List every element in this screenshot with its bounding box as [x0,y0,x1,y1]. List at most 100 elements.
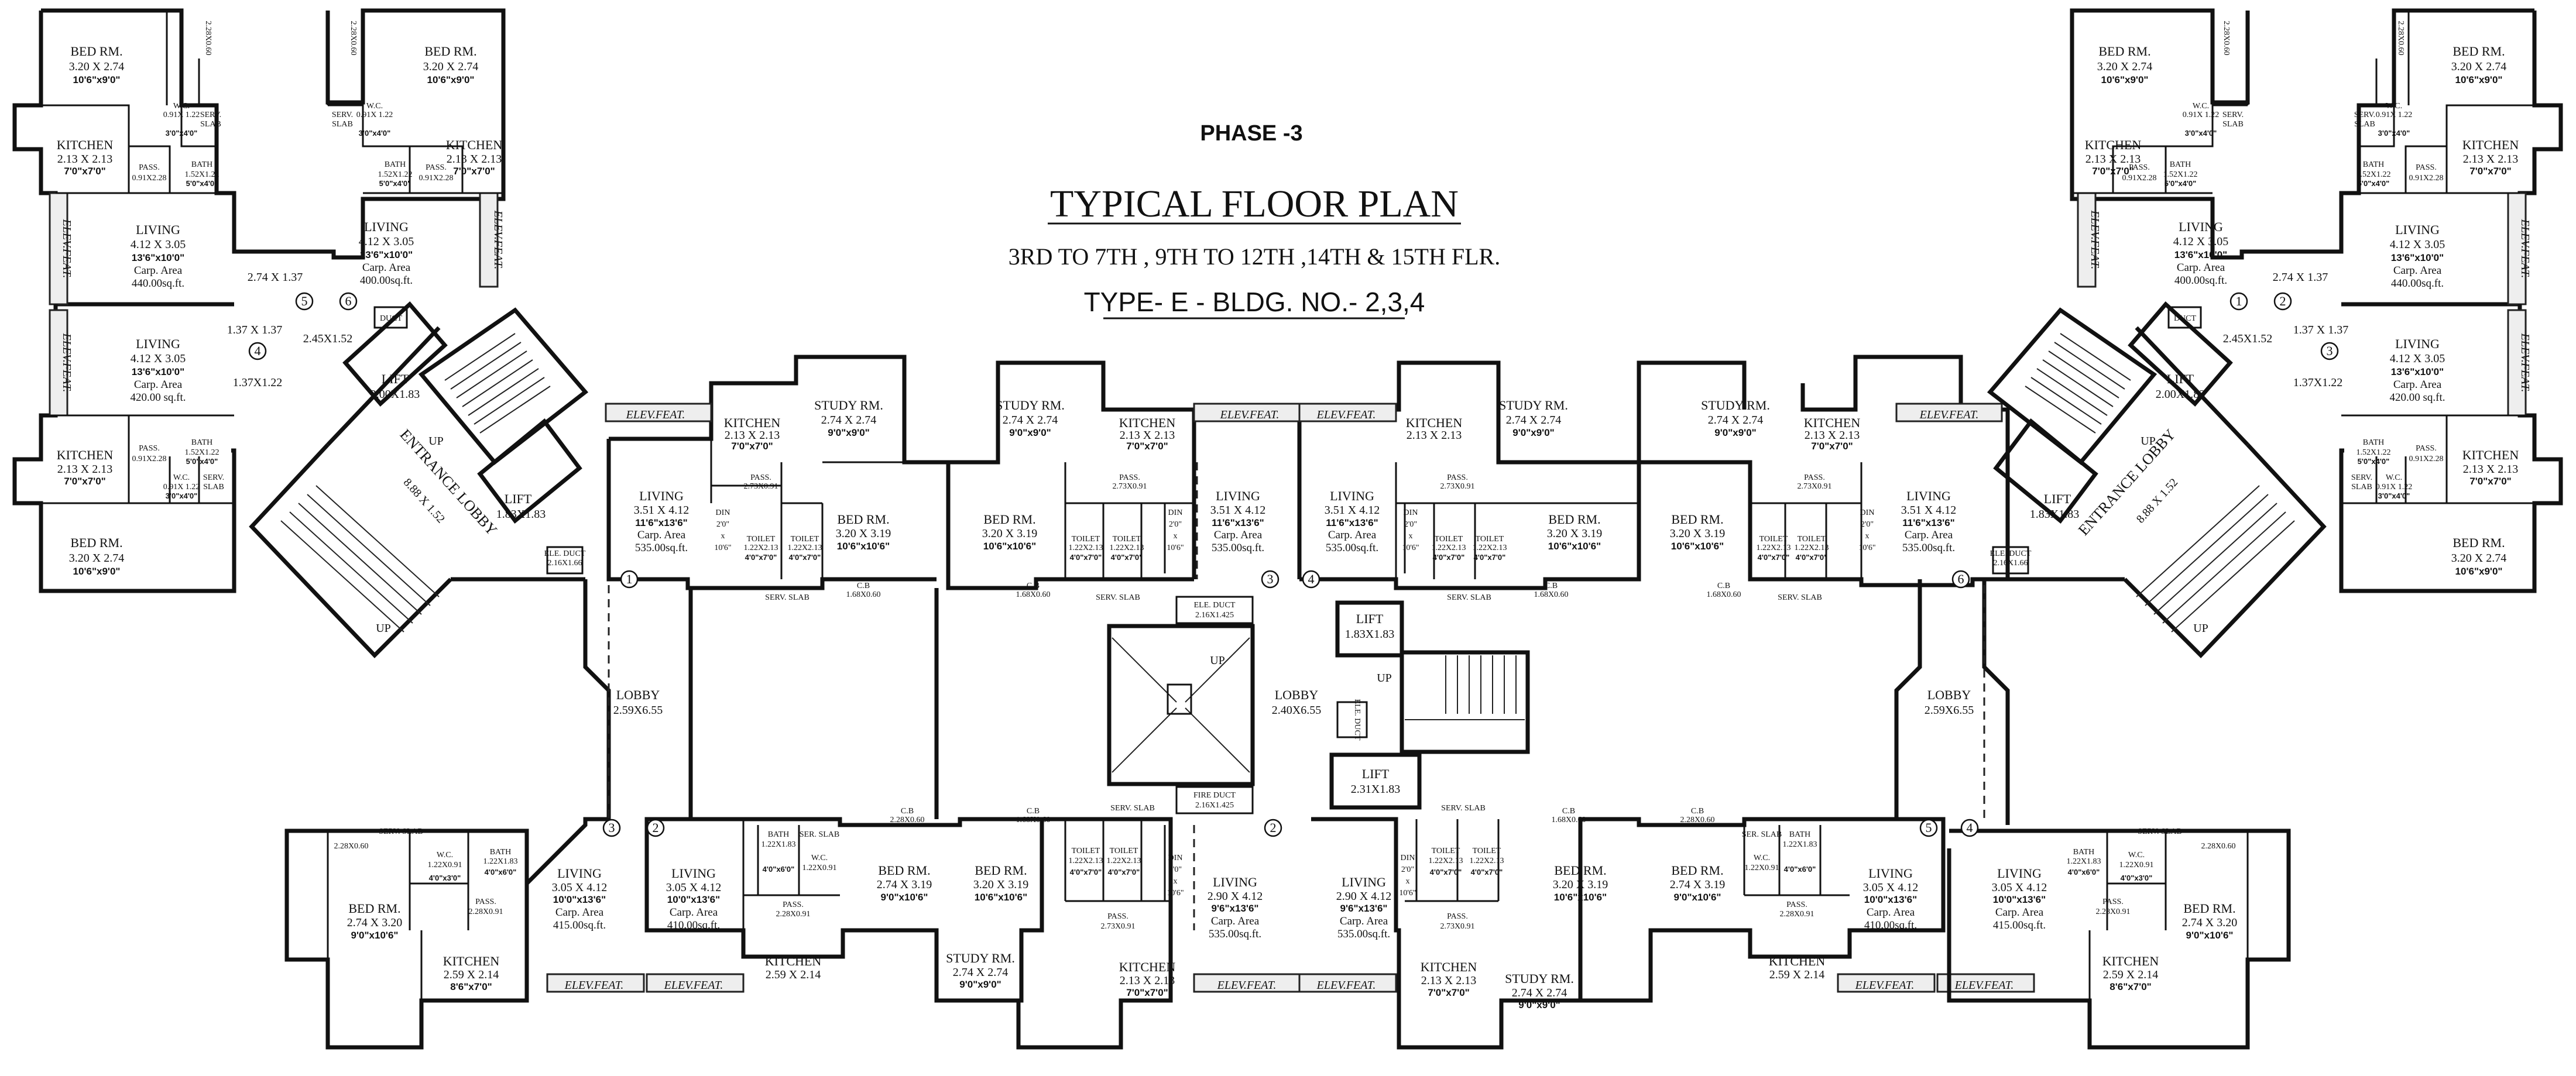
plan-label: 5'0"x4'0" [186,457,218,466]
plan-label: LIFT [505,491,532,506]
plan-label: BED RM. [1671,512,1723,527]
plan-label: 1.22X2.13 [1109,544,1144,552]
plan-label: 1.22X2.13 [787,544,822,552]
plan-label: STUDY RM. [996,398,1065,412]
plan-label: C.B [1562,807,1575,816]
plan-label: SERV. SLAB [1096,593,1140,602]
plan-label: 3.20 X 3.19 [982,527,1037,540]
plan-label: 2.74 X 2.74 [953,966,1008,979]
plan-label: BATH [191,438,213,447]
plan-label: 1.22X2.13 [1794,544,1829,552]
plan-label: 3.51 X 4.12 [1210,504,1265,517]
plan-label: STUDY RM. [946,951,1015,965]
plan-label: 415.00sq.ft. [1993,919,2046,931]
plan-label: 10'6"x10'6" [1671,541,1724,552]
plan-label: SLAB [2351,483,2372,491]
plan-label: PASS. [1119,473,1140,482]
plan-label: 4'0"x7'0" [1474,553,1506,562]
plan-label: 4.12 X 3.05 [2173,235,2228,248]
plan-label: 9'0"x10'6" [1674,892,1721,903]
plan-label: 10'6"x9'0" [73,74,121,85]
plan-label: 7'0"x7'0" [2092,166,2133,177]
plan-label: 3.51 X 4.12 [1901,504,1956,517]
plan-label: TOILET [1476,535,1504,544]
plan-label: W.C. [366,102,383,111]
plan-label: 3'0"x4'0" [2378,491,2410,500]
plan-label: 420.00 sq.ft. [131,391,186,404]
plan-label: 8'6"x7'0" [2109,981,2151,992]
plan-label: LIFT [1356,611,1384,626]
plan-label: PASS. [1447,473,1468,482]
plan-label: 2.59X6.55 [613,704,663,717]
plan-label: x [721,532,725,541]
plan-label: 10'6"x9'0" [427,74,475,85]
plan-label: 1.22X2.13 [1106,857,1141,865]
plan-label: BED RM. [837,512,889,527]
plan-label: 1.22X2.13 [1431,544,1466,552]
plan-label: Carp. Area [1995,906,2044,919]
plan-label: PASS. [2416,163,2437,172]
unit-number: 2 [653,820,659,835]
plan-label: 2.59 X 2.14 [1769,968,1824,981]
plan-label: 3.05 X 4.12 [1863,881,1918,894]
plan-label: SERV. [332,111,353,119]
right-wing-top: ELEV.FEAT. ELEV.FEAT. BED RM. 3.20 X 2.7… [2070,8,2563,389]
plan-label: 10'6"x10'6" [1554,892,1607,903]
plan-label: KITCHEN [1804,415,1861,430]
plan-label: 10'6"x10'6" [975,892,1027,903]
plan-label: 8.88 X 1.52 [2134,476,2181,526]
plan-label: KITCHEN [1421,960,1477,974]
plan-label: BED RM. [2183,901,2235,916]
plan-label: 2.73X0.91 [1100,922,1135,931]
plan-label: 2.73X0.91 [743,482,778,491]
plan-label: 1.22X2.13 [1472,544,1507,552]
plan-label: 2.16X1.425 [1195,611,1234,620]
plan-label: PASS. [475,898,496,906]
elev-feat: ELEV.FEAT. [1855,979,1915,992]
plan-label: 2.13 X 2.13 [1120,974,1175,987]
plan-label: 440.00sq.ft. [2391,277,2444,290]
plan-label: 4'0"x6'0" [2068,868,2100,876]
plan-label: W.C. [173,473,190,482]
plan-label: 1.22X1.83 [483,857,517,866]
plan-label: 1.37 X 1.37 [227,324,282,336]
plan-label: BED RM. [975,863,1027,878]
plan-label: 2'0" [1401,865,1414,874]
phase-label: PHASE -3 [1200,121,1302,146]
plan-label: SER. SLAB [800,830,839,839]
plan-label: KITCHEN [57,448,114,462]
plan-label: 1.68X0.60 [846,590,880,599]
plan-label: LIVING [1906,489,1951,503]
plan-label: SERV. SLAB [1110,804,1155,813]
plan-label: 2.74 X 2.74 [1708,414,1763,427]
room-label: BED RM. [70,44,122,59]
unit-number: 1 [2236,294,2242,308]
plan-label: KITCHEN [1119,415,1176,430]
unit-number: 2 [1270,820,1277,835]
right-wing-bottom: ELEV.FEAT. LIVING 4.12 X 3.05 13'6"x10'0… [2339,304,2563,593]
plan-label: Carp. Area [1905,529,1953,541]
plan-label: 7'0"x7'0" [1811,441,1853,452]
plan-label: 2.28X0.91 [468,907,503,916]
elev-feat: ELEV.FEAT. [1220,408,1280,421]
plan-label: 2'0" [1169,520,1182,529]
elev-feat: ELEV.FEAT. [1919,408,1979,421]
plan-label: BED RM. [1671,863,1723,878]
plan-label: 2.28X0.60 [2222,20,2231,55]
room-label: BED RM. [424,44,476,59]
passage-lines [608,462,1985,930]
plan-label: 5'0"x4'0" [379,179,411,188]
plan-label: 7'0"x7'0" [64,166,105,177]
plan-label: W.C. [1754,854,1770,862]
plan-label: 2.59 X 2.14 [444,968,499,981]
plan-label: 2.13 X 2.13 [1120,429,1175,442]
plan-label: 10'6"x9'0" [2455,566,2503,577]
unit-number: 1 [626,572,633,586]
unit-number: 2 [2280,294,2286,308]
plan-label: 4'0"x3'0" [429,874,461,882]
unit-number: 3 [609,820,615,835]
plan-label: W.C. [2128,851,2145,860]
plan-label: 0.91X2.28 [2409,174,2443,183]
plan-label: W.C. [173,102,190,111]
